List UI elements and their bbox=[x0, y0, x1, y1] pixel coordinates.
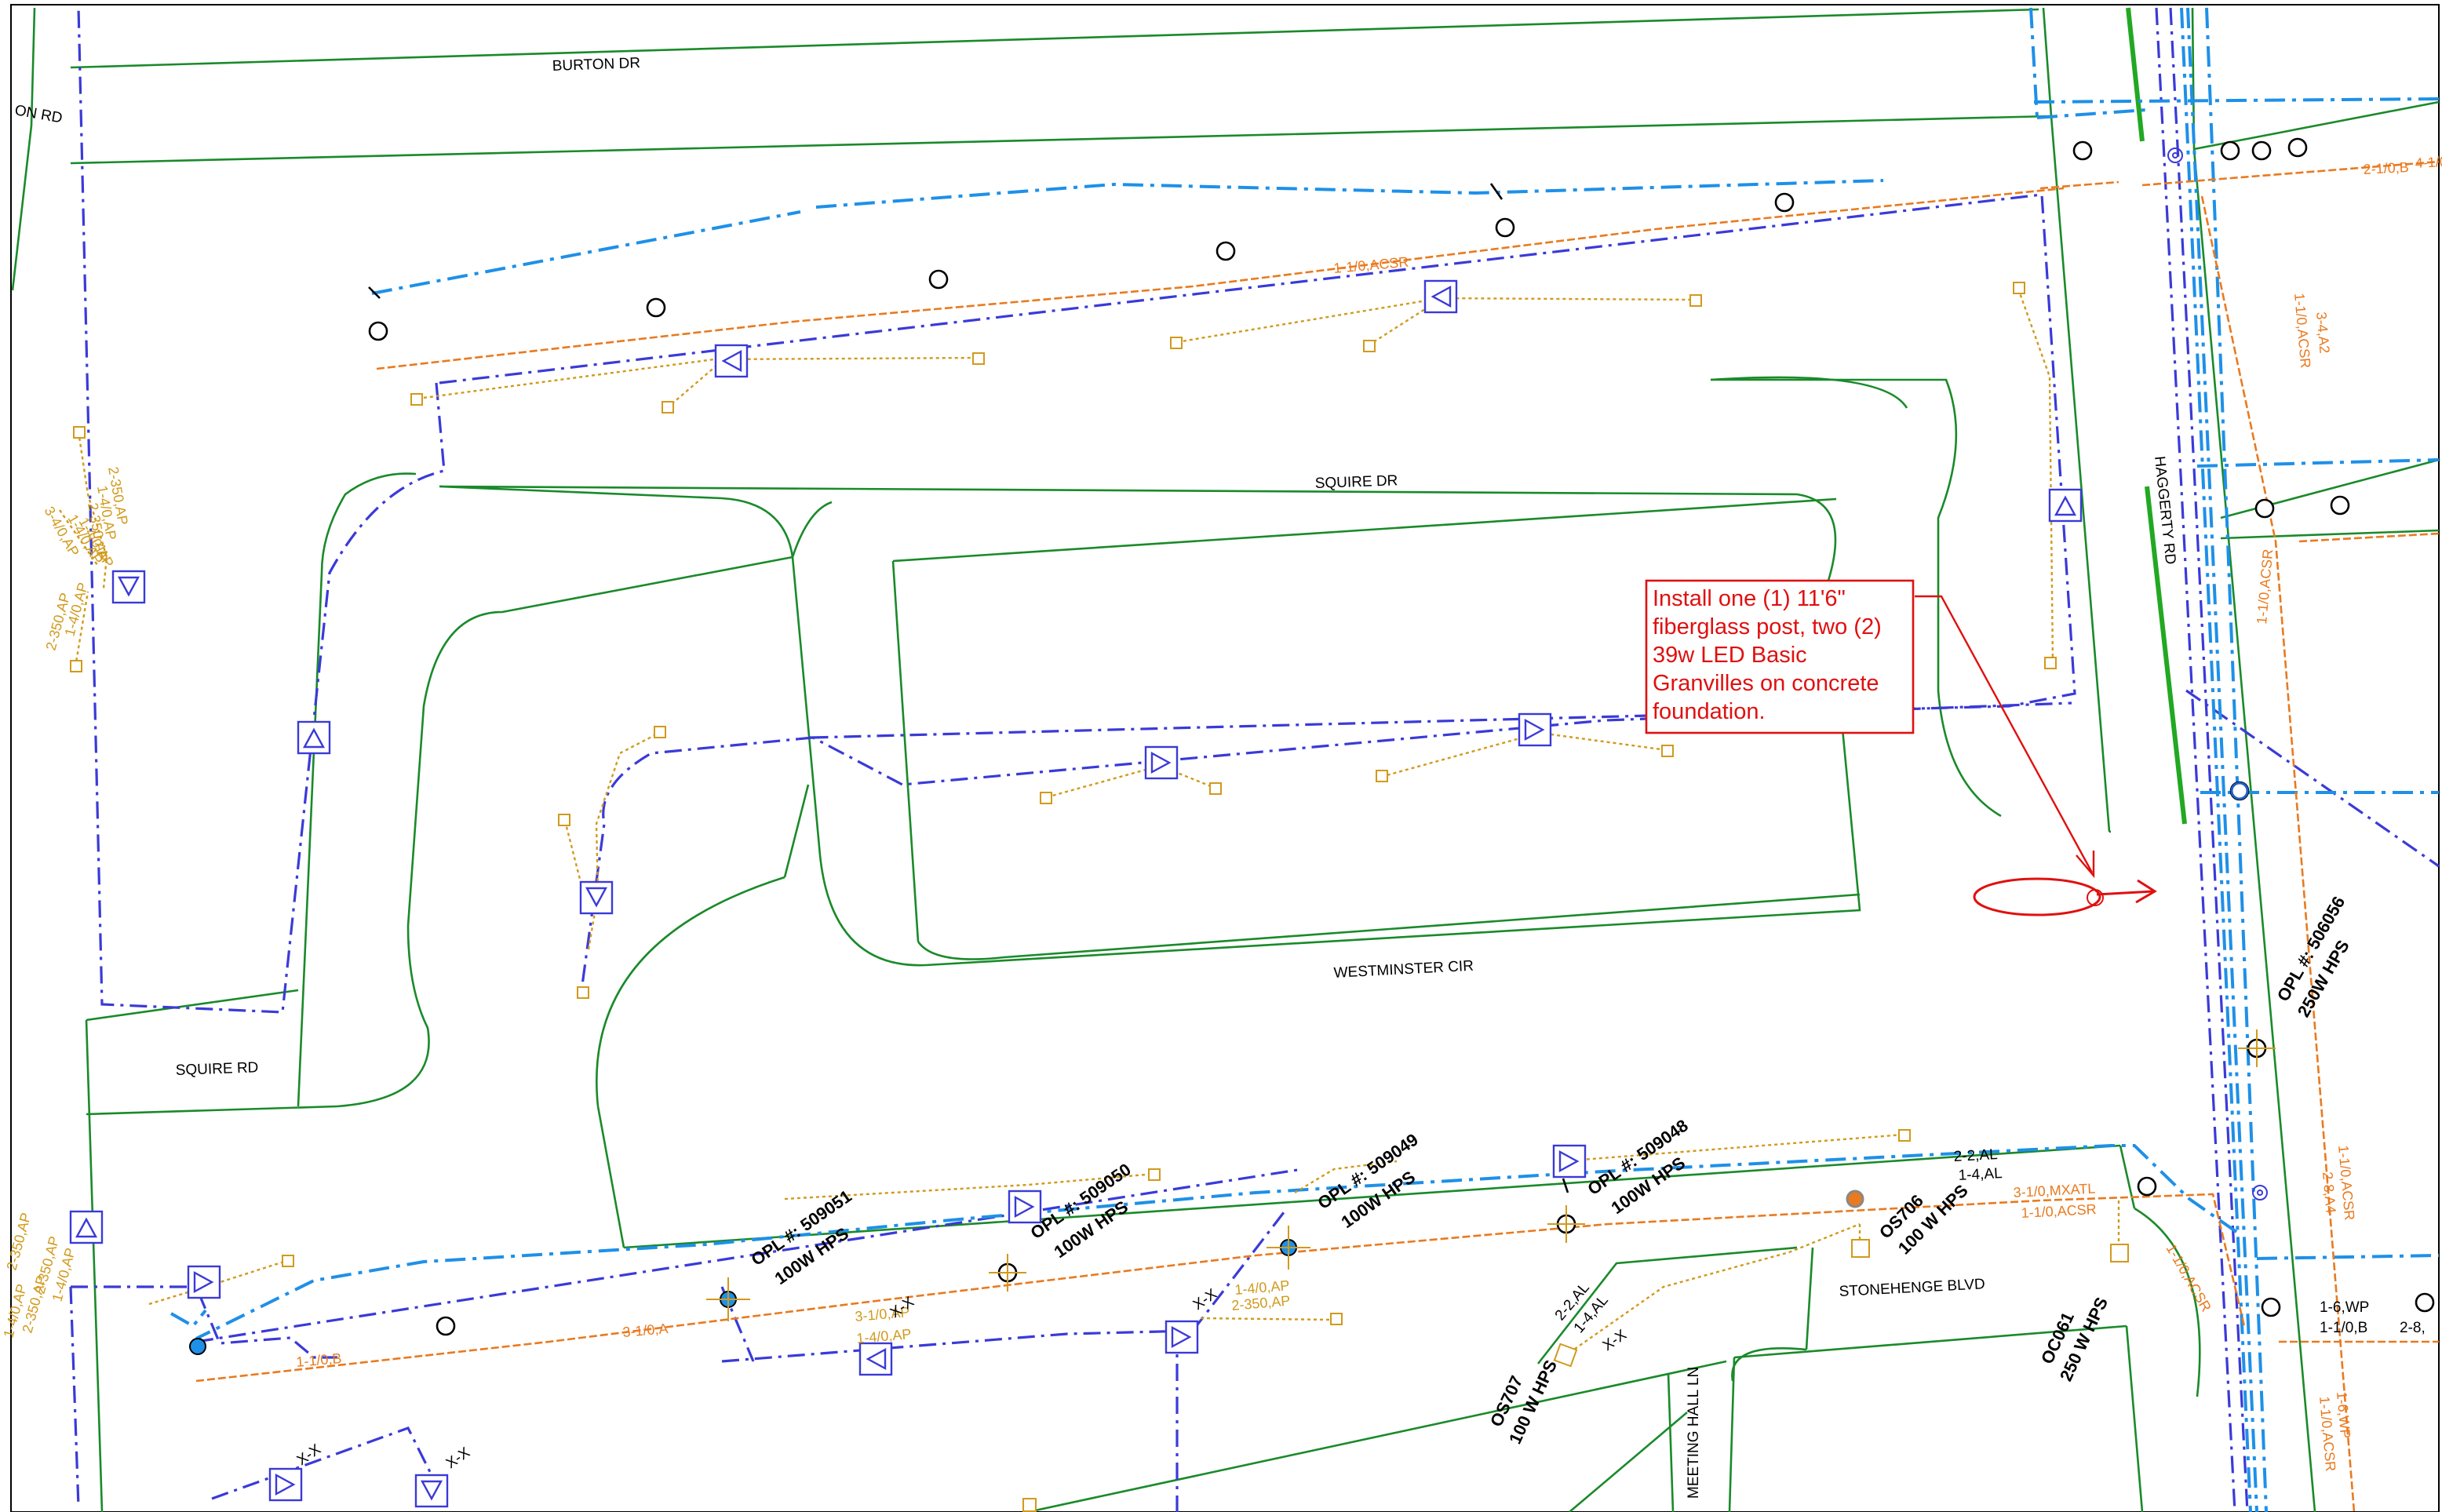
street-label-burton-dr: BURTON DR bbox=[552, 55, 640, 75]
transformer-boxes bbox=[69, 279, 2083, 1508]
markup-note-line-2: fiberglass post, two (2) bbox=[1653, 614, 1882, 639]
markup-note-line-5: foundation. bbox=[1653, 699, 1766, 724]
cable-label: 4-1/0 bbox=[2415, 154, 2442, 171]
cable-label: 2-8,A4 bbox=[2320, 1171, 2339, 1215]
pole-small-markers bbox=[2167, 148, 2268, 1200]
markup-note-line-4: Granvilles on concrete bbox=[1653, 671, 1879, 696]
cable-label: 1-4,AL bbox=[1958, 1165, 2003, 1184]
markup-note-line-3: 39w LED Basic bbox=[1653, 643, 1807, 668]
orange-lines bbox=[195, 160, 2440, 1512]
tick-marks bbox=[368, 183, 1569, 1193]
road-edges bbox=[11, 7, 2440, 1512]
street-label-meeting-hall-ln: MEETING HALL LN bbox=[1686, 1367, 1702, 1499]
cable-label: 3-4,A2 bbox=[2313, 312, 2333, 355]
service-drops bbox=[59, 288, 2120, 1354]
cable-label: 2-8, bbox=[2400, 1320, 2426, 1336]
cable-label: 2-1/0,B bbox=[2363, 159, 2409, 177]
highway-median-top bbox=[2126, 7, 2145, 142]
markup-note-box bbox=[1645, 579, 1915, 734]
highway-median-mid bbox=[2145, 486, 2187, 825]
street-label-squire-dr: SQUIRE DR bbox=[1314, 472, 1398, 492]
markup bbox=[1645, 579, 2157, 916]
secondary-lines bbox=[170, 7, 2440, 1512]
map-frame bbox=[10, 4, 2440, 1512]
markup-note-line-1: Install one (1) 11'6" bbox=[1653, 586, 1846, 611]
cable-label: 1-6,WP bbox=[2320, 1299, 2369, 1316]
cable-label: 2-2,AL bbox=[1953, 1146, 1998, 1165]
service-boxes bbox=[70, 282, 2129, 1512]
streetlight-crosses bbox=[706, 1029, 2276, 1321]
cable-label: 1-1/0,B bbox=[2320, 1320, 2367, 1336]
poles bbox=[368, 137, 2435, 1336]
primary-lines bbox=[69, 7, 2440, 1512]
street-label-squire-rd: SQUIRE RD bbox=[175, 1059, 258, 1079]
